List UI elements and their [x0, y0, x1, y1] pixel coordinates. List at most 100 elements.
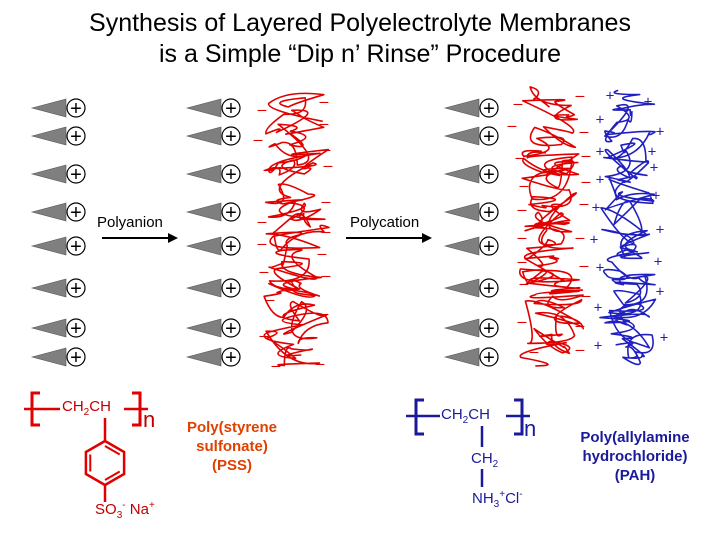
pss-layer-b-minus: – [520, 178, 529, 195]
pah-layer-plus: + [656, 222, 665, 239]
title-line-1: Synthesis of Layered Polyelectrolyte Mem… [89, 9, 631, 37]
pss-layer-a-minus: – [316, 356, 325, 373]
pss-layer-b-minus: – [576, 318, 585, 335]
pss-layer-b-minus: – [580, 258, 589, 275]
substrate-3-plus-sign: + [483, 347, 495, 369]
pss-layer-a-minus: – [324, 158, 333, 175]
pss-layer-a-minus: – [266, 292, 275, 309]
substrate-2-wedge [185, 318, 222, 338]
pss-layer-b-minus: – [508, 118, 517, 135]
pah-layer-plus: + [656, 284, 665, 301]
substrate-1-plus-circle [66, 164, 86, 184]
substrate-2-wedge [185, 164, 222, 184]
pss-layer-b-minus: – [518, 314, 527, 331]
pss-layer-b-minus: – [514, 96, 523, 113]
substrate-3-wedge [443, 278, 480, 298]
substrate-2-plus-sign: + [225, 347, 237, 369]
pss-layer-a-minus: – [264, 162, 273, 179]
pss-layer-a-minus: – [322, 224, 331, 241]
pss-layer-a-minus: – [322, 194, 331, 211]
substrate-2-wedge [185, 98, 222, 118]
substrate-1-plus-circle [66, 202, 86, 222]
substrate-2-plus-circle [221, 347, 241, 367]
pss-layer-a-minus: – [260, 328, 269, 345]
substrate-1-plus-sign: + [70, 318, 82, 340]
substrate-3-wedge [443, 318, 480, 338]
substrate-2-plus-circle [221, 318, 241, 338]
polyanion-arrow-head [168, 233, 178, 243]
substrate-3-wedge [443, 126, 480, 146]
substrate-3-wedge [443, 98, 480, 118]
substrate-1-plus-sign: + [70, 347, 82, 369]
pss-layer-b-minus: – [530, 344, 539, 361]
substrate-2-plus-sign: + [225, 202, 237, 224]
pss-layer-b-minus: – [518, 202, 527, 219]
substrate-1-plus-circle [66, 347, 86, 367]
substrate-3-plus-circle [479, 126, 499, 146]
pss-layer-a-coil [263, 92, 330, 367]
pah-layer-plus: + [596, 172, 605, 189]
substrate-3-plus-sign: + [483, 164, 495, 186]
pah-layer-plus: + [644, 94, 653, 111]
substrate-1-plus-sign: + [70, 126, 82, 148]
substrate-2-wedge [185, 126, 222, 146]
polycation-arrow-head [422, 233, 432, 243]
pss-layer-a-minus: – [260, 264, 269, 281]
pah-layer-plus: + [592, 200, 601, 217]
substrate-2-plus-sign: + [225, 164, 237, 186]
substrate-3-plus-circle [479, 318, 499, 338]
pah-layer-plus: + [596, 260, 605, 277]
substrate-2-wedge [185, 236, 222, 256]
substrate-1-wedge [30, 236, 67, 256]
substrate-3-plus-circle [479, 164, 499, 184]
pss-layer-a-minus: – [254, 132, 263, 149]
pss-layer-b-minus: – [580, 124, 589, 141]
substrate-1-plus-circle [66, 126, 86, 146]
pss-layer-b-minus: – [582, 174, 591, 191]
substrate-1-plus-sign: + [70, 98, 82, 120]
substrate-3-plus-circle [479, 202, 499, 222]
pah-layer-plus: + [660, 330, 669, 347]
substrate-2-wedge [185, 202, 222, 222]
pss-backbone: CH2CH [62, 398, 111, 418]
substrate-1-plus-circle [66, 98, 86, 118]
substrate-1-plus-circle [66, 278, 86, 298]
substrate-2-plus-sign: + [225, 236, 237, 258]
substrate-1-wedge [30, 202, 67, 222]
pss-layer-b-minus: – [518, 230, 527, 247]
pah-layer-plus: + [656, 124, 665, 141]
substrate-3-wedge [443, 164, 480, 184]
pah-amine: NH3+Cl- [472, 489, 523, 510]
substrate-2-plus-sign: + [225, 278, 237, 300]
substrate-1-wedge [30, 126, 67, 146]
substrate-3-plus-circle [479, 347, 499, 367]
substrate-2-plus-sign: + [225, 126, 237, 148]
substrate-3-plus-circle [479, 278, 499, 298]
substrate-1-plus-sign: + [70, 202, 82, 224]
pah-layer-plus: + [590, 232, 599, 249]
substrate-3-wedge [443, 236, 480, 256]
pah-name: Poly(allylamine hydrochloride) (PAH) [580, 429, 690, 484]
substrate-1-wedge [30, 278, 67, 298]
substrate-2-plus-circle [221, 202, 241, 222]
pss-ring-double-bond [104, 445, 121, 456]
pss-layer-a-minus: – [272, 358, 281, 375]
substrate-1-plus-circle [66, 318, 86, 338]
pah-layer-coil [599, 89, 657, 366]
pah-layer-plus: + [596, 144, 605, 161]
pss-sulfonate: SO3- Na+ [95, 500, 155, 521]
pss-layer-a-minus: – [322, 268, 331, 285]
pss-layer-a-minus: – [320, 94, 329, 111]
substrate-1-plus-sign: + [70, 278, 82, 300]
pah-layer-plus: + [594, 338, 603, 355]
pah-layer-plus: + [594, 300, 603, 317]
pss-benzene-ring [84, 439, 126, 487]
substrate-2-plus-sign: + [225, 98, 237, 120]
substrate-3-plus-circle [479, 236, 499, 256]
pss-layer-a-minus: – [322, 142, 331, 159]
substrate-3-plus-sign: + [483, 236, 495, 258]
pah-backbone: CH2CH [441, 406, 490, 426]
pss-layer-a-minus: – [258, 236, 267, 253]
substrate-3-wedge [443, 202, 480, 222]
pah-layer-plus: + [654, 254, 663, 271]
